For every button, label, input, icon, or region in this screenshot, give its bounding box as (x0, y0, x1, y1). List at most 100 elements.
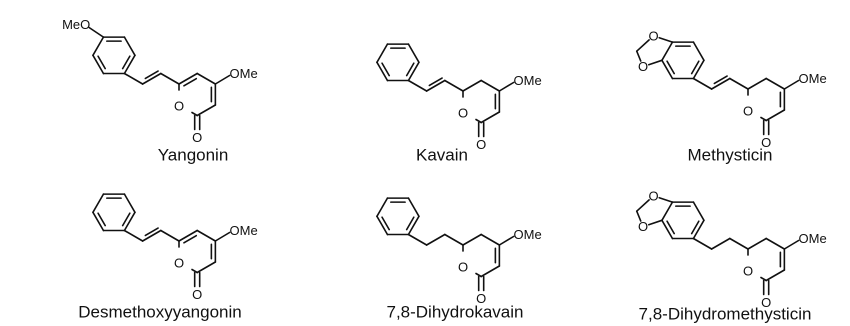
ring-oxygen-label: O (743, 104, 753, 119)
ring-bond-o-c2 (760, 276, 767, 282)
compound-name-dihydromethysticin: 7,8-Dihydromethysticin (639, 305, 812, 324)
dioxole-bond-2 (647, 219, 663, 226)
linker-double-bond (141, 72, 162, 85)
linker-double-bond (141, 229, 162, 242)
dioxole-oxygen-label: O (638, 59, 648, 74)
linker-double-bond-inner (713, 75, 728, 85)
benzene-double-bond (376, 215, 389, 236)
benzene-double-bond-inner (690, 60, 700, 75)
linker-bond-1 (729, 237, 749, 250)
dioxole-bond-3 (635, 199, 650, 213)
ring-bond-c2-c3 (196, 261, 217, 274)
ring-bond-o-c2 (475, 118, 482, 124)
dioxole-oxygen-label: O (638, 219, 648, 234)
ring-double-bond-c5-c6-inner (183, 77, 198, 87)
methoxy-bond (783, 239, 800, 250)
benzene-double-bond-inner (97, 212, 107, 227)
dioxole-bond-1 (658, 196, 674, 203)
ring-oxygen-label: O (458, 106, 468, 121)
ring-bond-o-c2 (191, 268, 198, 274)
benzene-double-bond-inner (381, 62, 391, 77)
methoxy-bond (498, 235, 515, 246)
methoxy-bond (214, 231, 231, 242)
linker-double-bond-inner (144, 70, 159, 80)
benzene-double-bond-inner (381, 216, 391, 231)
linker-bond-1 (444, 79, 464, 92)
ring-bond-c5-c6 (462, 79, 482, 92)
linker-bond-2 (710, 237, 731, 250)
ring-bond-c4-c5 (480, 233, 501, 246)
ring-double-bond-c5-c6 (178, 229, 198, 242)
benzene-bond (123, 193, 136, 214)
benzene-bond (376, 43, 389, 64)
dioxole-bond-4 (635, 50, 642, 62)
benzene-bond (692, 41, 705, 62)
benzene-double-bond-inner (97, 55, 107, 70)
linker-double-bond (425, 79, 446, 92)
linker-bond-3 (123, 229, 144, 242)
dioxole-bond-1 (658, 36, 674, 43)
linker-bond-1 (160, 229, 180, 242)
benzene-double-bond (692, 219, 705, 240)
aryl-methoxy-bond (88, 26, 105, 38)
benzene-double-bond (661, 219, 674, 240)
carbonyl-oxygen-label: O (761, 295, 771, 310)
benzene-bond (407, 43, 420, 64)
ring-bond-o-c2 (475, 272, 482, 278)
compound-name-methysticin: Methysticin (687, 146, 772, 165)
ring-oxygen-label: O (174, 99, 184, 114)
methoxy-label: OMe (514, 227, 542, 242)
methoxy-bond (498, 81, 515, 92)
ring-double-bond-c5-c6-inner (183, 234, 198, 244)
compound-yangonin: O O OMe MeO Yangonin (62, 17, 258, 164)
methoxy-label: OMe (799, 71, 827, 86)
linker-bond-3 (407, 79, 428, 92)
benzene-double-bond-inner (666, 60, 676, 75)
methoxy-label: OMe (230, 66, 258, 81)
compound-name-kavain: Kavain (416, 146, 468, 165)
carbonyl-oxygen-label: O (761, 135, 771, 150)
ring-bond-c4-c5 (765, 237, 786, 250)
ring-bond-c2-c3 (765, 269, 786, 282)
compound-name-dihydrokavain: 7,8-Dihydrokavain (386, 303, 523, 322)
dioxole-oxygen-label: O (648, 188, 658, 203)
benzene-bond (661, 201, 674, 222)
linker-bond-1 (729, 77, 749, 90)
aryl-methoxy-label: MeO (62, 17, 90, 32)
linker-double-bond (710, 77, 731, 90)
dioxole-oxygen-label: O (648, 28, 658, 43)
dioxole-bond-2 (647, 59, 663, 66)
benzene-bond (661, 41, 674, 62)
carbonyl-oxygen-label: O (192, 130, 202, 145)
benzene-double-bond-inner (405, 216, 415, 231)
ring-bond-c2-c3 (480, 111, 501, 124)
linker-bond-1 (160, 72, 180, 85)
ring-bond-c4-c5 (196, 229, 217, 242)
benzene-double-bond (407, 215, 420, 236)
benzene-double-bond-inner (690, 220, 700, 235)
ring-bond-c2-c3 (480, 265, 501, 278)
benzene-double-bond (407, 61, 420, 82)
benzene-double-bond (661, 59, 674, 80)
carbonyl-oxygen-label: O (476, 137, 486, 152)
benzene-double-bond (692, 59, 705, 80)
ring-oxygen-label: O (743, 264, 753, 279)
ring-bond-c4-c5 (480, 79, 501, 92)
benzene-double-bond (123, 54, 136, 75)
linker-double-bond-inner (144, 227, 159, 237)
linker-bond-3 (123, 72, 144, 85)
dioxole-bond-4 (635, 210, 642, 222)
benzene-bond (376, 197, 389, 218)
ring-bond-o-c2 (191, 111, 198, 117)
benzene-bond (123, 36, 136, 57)
compound-name-yangonin: Yangonin (158, 146, 229, 165)
benzene-double-bond (92, 211, 105, 232)
benzene-bond (407, 197, 420, 218)
carbonyl-oxygen-label: O (476, 291, 486, 306)
ring-bond-c4-c5 (196, 72, 217, 85)
